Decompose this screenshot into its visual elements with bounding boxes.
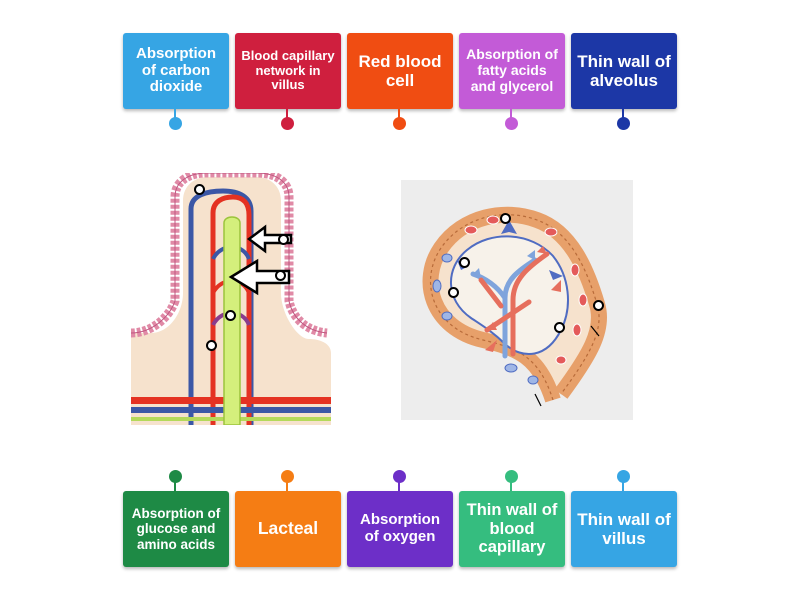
label-tile-fatty-acids[interactable]: Absorption of fatty acids and glycerol — [459, 33, 565, 109]
tile-pin — [281, 470, 294, 483]
tile-stem — [286, 482, 288, 491]
tile-stem — [174, 482, 176, 491]
tile-stem — [510, 109, 512, 118]
drop-target[interactable] — [459, 257, 470, 268]
label-tile-oxygen[interactable]: Absorption of oxygen — [347, 491, 453, 567]
tile-pin — [281, 117, 294, 130]
tile-stem — [622, 482, 624, 491]
label-tile-alveolus-wall[interactable]: Thin wall of alveolus — [571, 33, 677, 109]
drop-target[interactable] — [593, 300, 604, 311]
tile-pin — [393, 117, 406, 130]
alveolus-diagram — [422, 206, 608, 407]
tile-pin — [505, 470, 518, 483]
tile-stem — [286, 109, 288, 118]
tile-stem — [510, 482, 512, 491]
tile-stem — [622, 109, 624, 118]
tile-pin — [169, 470, 182, 483]
drop-target[interactable] — [275, 270, 286, 281]
label-tile-capillary-wall[interactable]: Thin wall of blood capillary — [459, 491, 565, 567]
tile-pin — [169, 117, 182, 130]
tile-stem — [398, 482, 400, 491]
tile-pin — [505, 117, 518, 130]
label-tile-red-blood-cell[interactable]: Red blood cell — [347, 33, 453, 109]
label-tile-capillary-network[interactable]: Blood capillary network in villus — [235, 33, 341, 109]
drop-target[interactable] — [206, 340, 217, 351]
label-tile-villus-wall[interactable]: Thin wall of villus — [571, 491, 677, 567]
drop-target[interactable] — [278, 234, 289, 245]
drop-target[interactable] — [225, 310, 236, 321]
label-tile-glucose-amino[interactable]: Absorption of glucose and amino acids — [123, 491, 229, 567]
tile-stem — [174, 109, 176, 118]
drop-target[interactable] — [448, 287, 459, 298]
tile-pin — [393, 470, 406, 483]
tile-pin — [617, 470, 630, 483]
alveolus-diagram-panel — [401, 180, 633, 420]
tile-pin — [617, 117, 630, 130]
drop-target[interactable] — [500, 213, 511, 224]
label-tile-carbon-dioxide[interactable]: Absorption of carbon dioxide — [123, 33, 229, 109]
villus-diagram — [131, 173, 331, 425]
label-tile-lacteal[interactable]: Lacteal — [235, 491, 341, 567]
tile-stem — [398, 109, 400, 118]
drop-target[interactable] — [194, 184, 205, 195]
drop-target[interactable] — [554, 322, 565, 333]
